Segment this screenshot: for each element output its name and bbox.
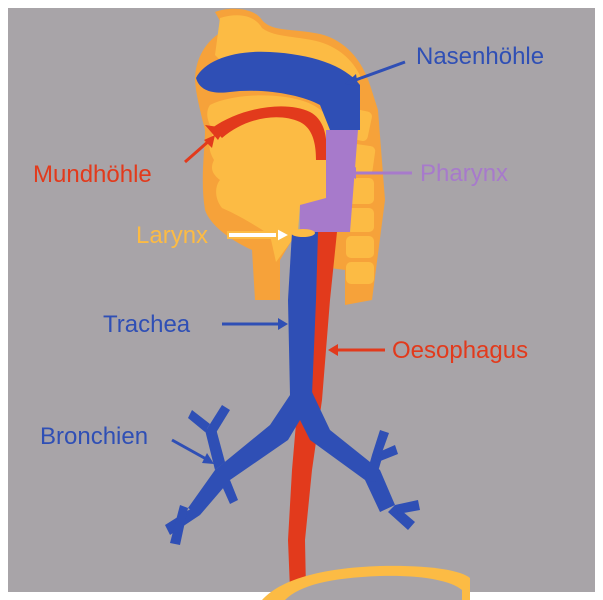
label-mundhoehle: Mundhöhle <box>33 161 152 188</box>
label-oesophagus: Oesophagus <box>392 337 528 364</box>
label-trachea: Trachea <box>103 311 191 338</box>
label-larynx: Larynx <box>136 222 208 249</box>
label-pharynx: Pharynx <box>420 160 508 187</box>
label-nasenhoehle: Nasenhöhle <box>416 43 544 70</box>
vertebra <box>346 262 374 284</box>
label-bronchien: Bronchien <box>40 423 148 450</box>
vertebra <box>346 236 374 258</box>
larynx-ring <box>291 229 315 237</box>
